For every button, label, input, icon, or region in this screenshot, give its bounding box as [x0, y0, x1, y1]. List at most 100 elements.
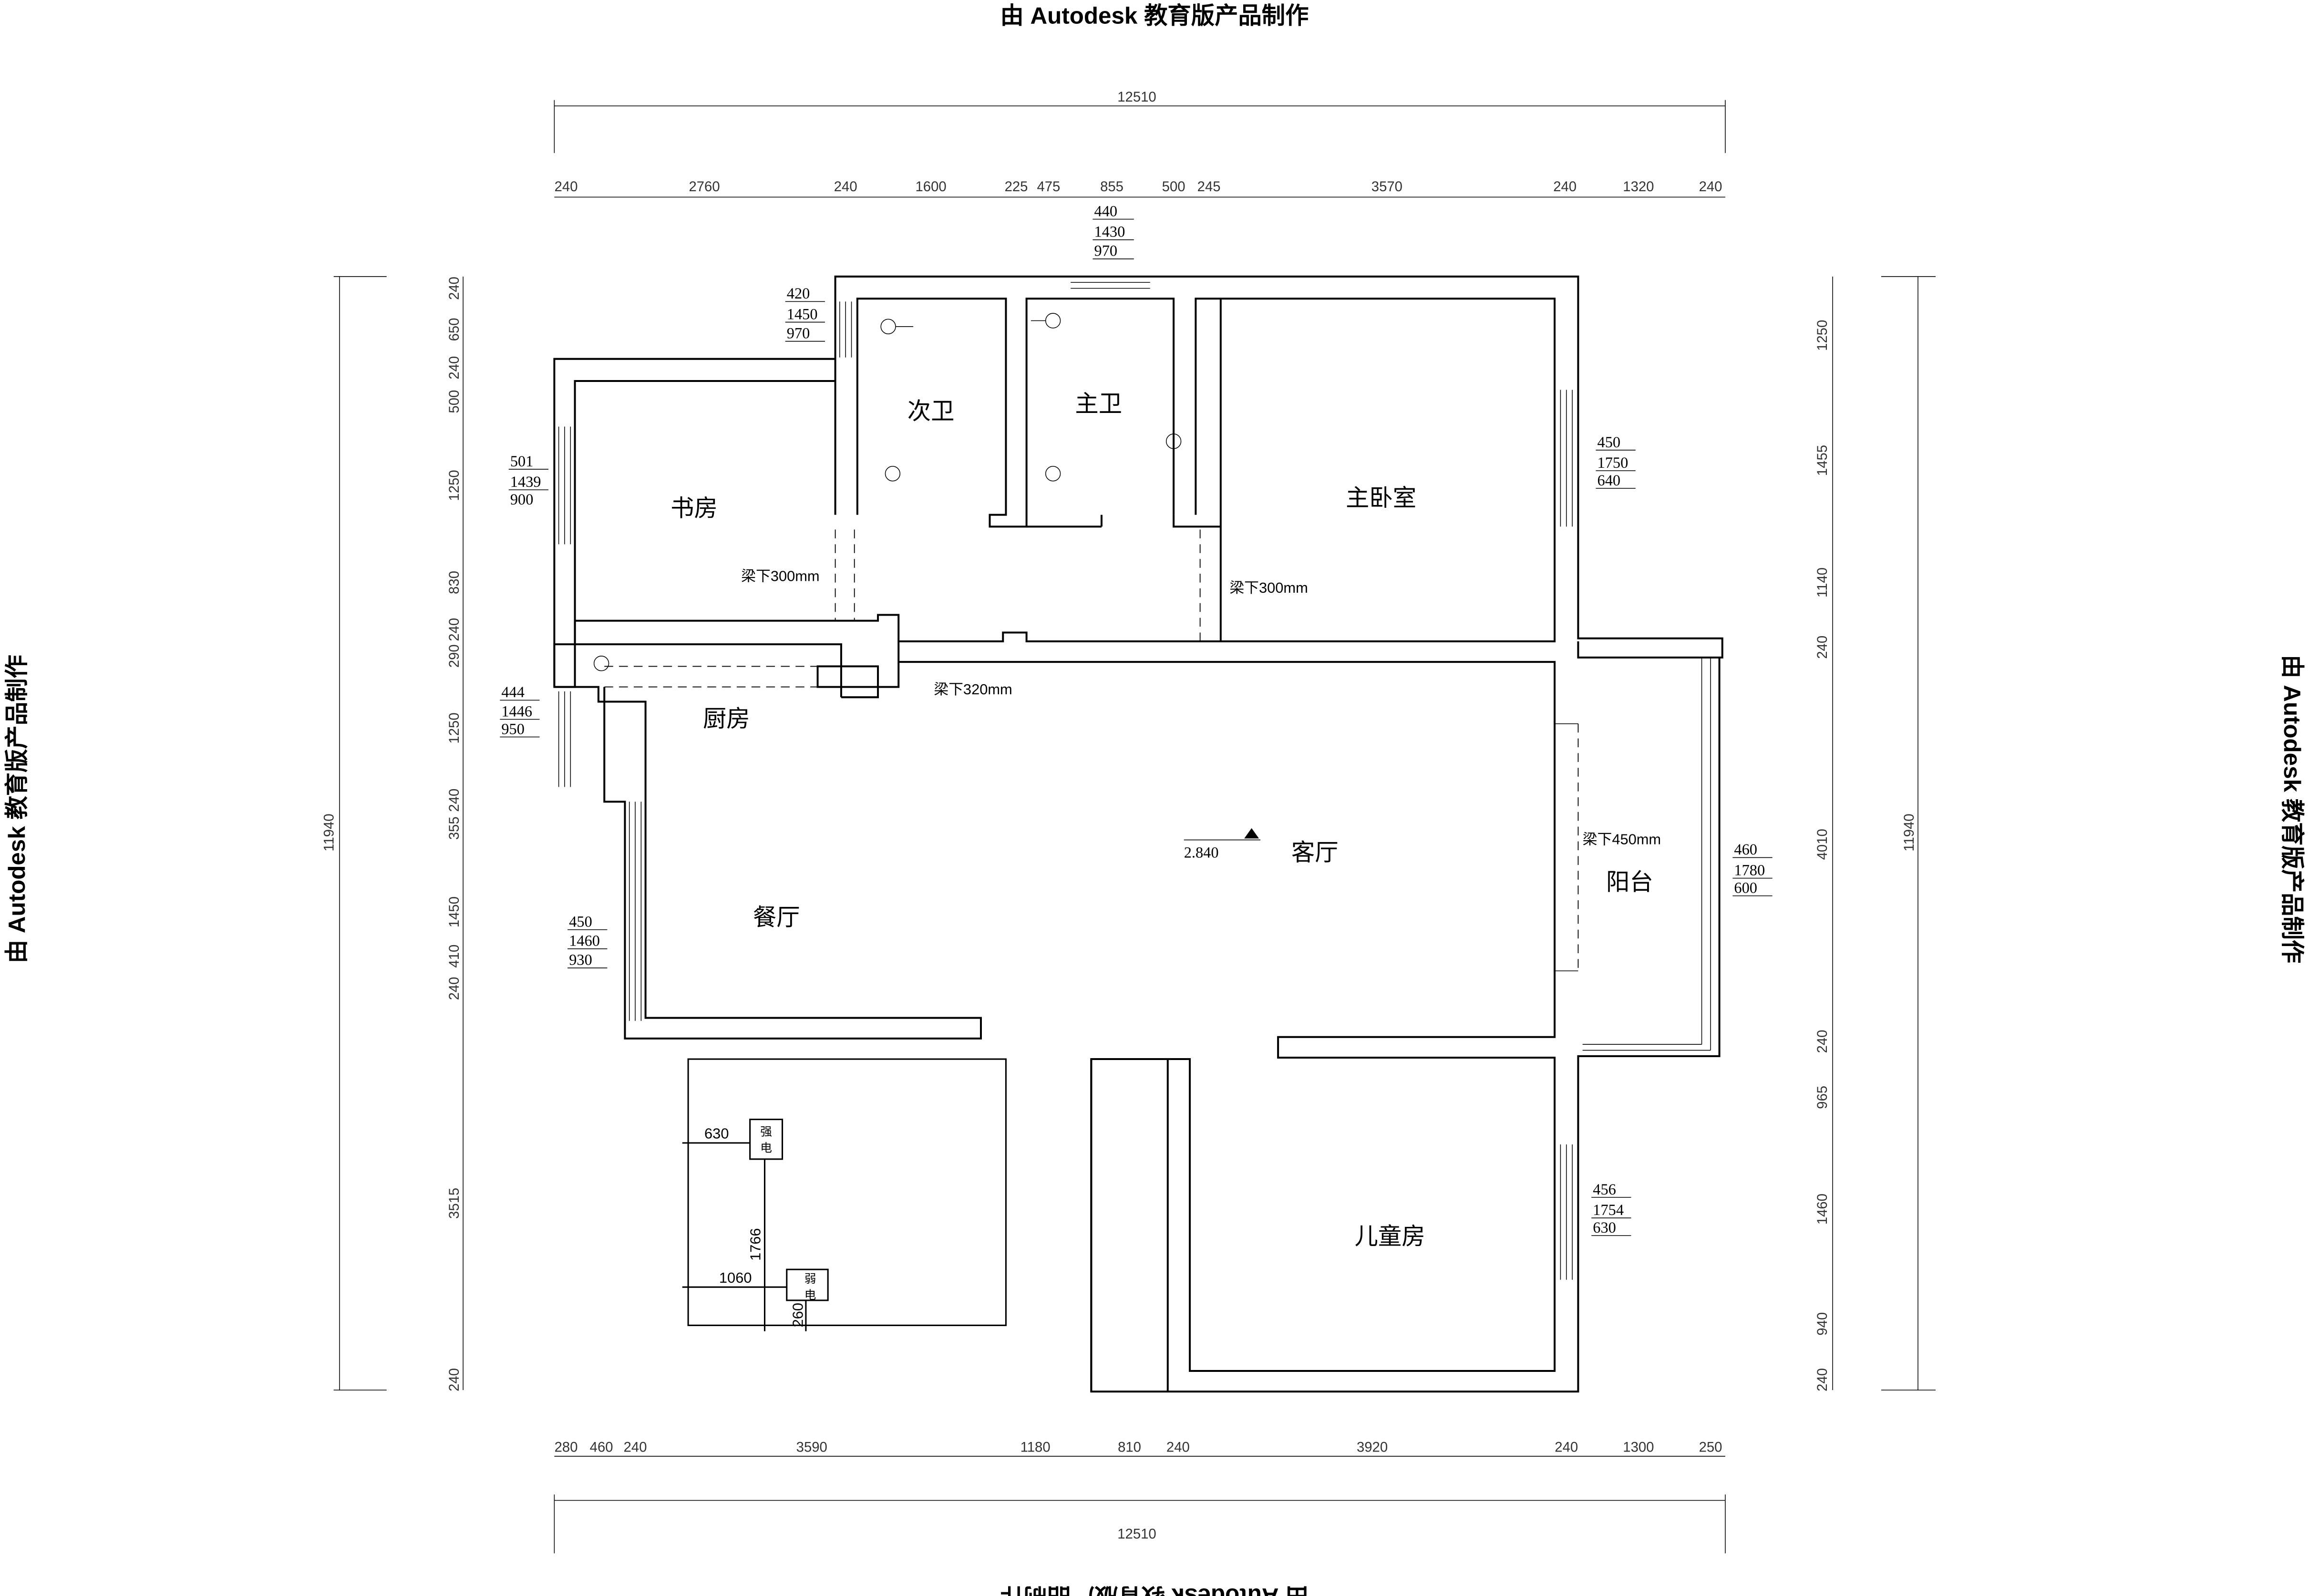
svg-text:970: 970 [787, 325, 810, 342]
svg-text:1780: 1780 [1734, 862, 1765, 879]
svg-text:电: 电 [760, 1141, 772, 1154]
svg-text:1250: 1250 [446, 470, 462, 501]
svg-text:1250: 1250 [1814, 320, 1830, 351]
svg-text:440: 440 [1094, 203, 1118, 220]
svg-text:410: 410 [446, 945, 462, 968]
svg-text:245: 245 [1197, 179, 1221, 195]
svg-text:630: 630 [704, 1125, 729, 1142]
weak-electric-box [786, 1268, 829, 1301]
beam-label-study: 梁下300mm [741, 567, 819, 584]
electrical-detail: 强 电 弱 电 630 1766 1060 260 [682, 1058, 1007, 1331]
svg-text:950: 950 [501, 721, 525, 738]
svg-text:240: 240 [446, 977, 462, 1000]
svg-text:1430: 1430 [1094, 224, 1125, 241]
window-label-top-bath: 420 1450 970 [785, 285, 825, 342]
room-label-kids-room: 儿童房 [1355, 1224, 1425, 1250]
svg-text:强: 强 [760, 1125, 772, 1138]
svg-text:240: 240 [1555, 1440, 1578, 1455]
svg-text:240: 240 [446, 277, 462, 300]
dim-left-column: 240 650 240 500 1250 830 240 290 1250 24… [446, 277, 462, 1391]
svg-text:3515: 3515 [446, 1188, 462, 1219]
beam-label-master: 梁下300mm [1229, 579, 1308, 596]
svg-text:电: 电 [804, 1288, 816, 1302]
beam-lines [604, 529, 1579, 971]
svg-text:2760: 2760 [689, 179, 720, 195]
elevation-value: 2.840 [1184, 844, 1219, 861]
svg-text:240: 240 [1814, 636, 1830, 659]
watermark-top: 由 Autodesk 教育版产品制作 [1000, 2, 1309, 29]
svg-text:1300: 1300 [1623, 1440, 1654, 1455]
svg-text:1060: 1060 [719, 1269, 752, 1286]
svg-text:240: 240 [1166, 1440, 1190, 1455]
svg-text:240: 240 [1553, 179, 1577, 195]
svg-text:240: 240 [555, 179, 578, 195]
svg-text:250: 250 [1699, 1440, 1722, 1455]
svg-text:1250: 1250 [446, 712, 462, 743]
room-label-dining-room: 餐厅 [753, 904, 800, 930]
svg-text:240: 240 [1814, 1368, 1830, 1391]
watermark-left: 由 Autodesk 教育版产品制作 [4, 655, 30, 963]
svg-text:240: 240 [1814, 1030, 1830, 1053]
svg-text:450: 450 [569, 913, 592, 930]
dim-top-row: 240 2760 240 1600 225 475 855 500 245 35… [555, 179, 1722, 195]
svg-text:1140: 1140 [1814, 567, 1830, 597]
window-label-master-bath: 440 1430 970 [1093, 203, 1134, 260]
walls [553, 275, 1723, 1393]
svg-text:1180: 1180 [1020, 1440, 1051, 1455]
svg-text:940: 940 [1814, 1312, 1830, 1336]
room-label-second-bath: 次卫 [907, 398, 955, 424]
svg-text:450: 450 [1598, 434, 1621, 451]
dim-left-total: 11940 [321, 813, 337, 851]
svg-text:970: 970 [1094, 243, 1118, 260]
beam-label-kitchen: 梁下320mm [934, 681, 1012, 698]
svg-text:240: 240 [834, 179, 857, 195]
svg-text:900: 900 [510, 491, 534, 508]
dim-right-total: 11940 [1901, 813, 1917, 851]
svg-text:1439: 1439 [510, 474, 541, 491]
svg-text:1446: 1446 [501, 703, 532, 720]
svg-text:930: 930 [569, 952, 592, 969]
svg-text:460: 460 [1734, 841, 1757, 858]
strong-electric-box [749, 1118, 783, 1160]
svg-text:1320: 1320 [1623, 179, 1654, 195]
room-label-master-bath: 主卫 [1075, 391, 1122, 417]
svg-text:3590: 3590 [796, 1440, 827, 1455]
svg-text:1766: 1766 [747, 1228, 763, 1261]
watermark-bottom: 由 Autodesk 教育版产品制作 [1000, 1584, 1309, 1596]
dimension-lines [333, 100, 1936, 1554]
svg-text:650: 650 [446, 318, 462, 341]
svg-text:225: 225 [1005, 179, 1028, 195]
svg-text:501: 501 [510, 453, 534, 470]
svg-text:855: 855 [1100, 179, 1124, 195]
window-hatches [558, 301, 1573, 1280]
svg-text:290: 290 [446, 644, 462, 668]
elevation-triangle-icon [1244, 828, 1259, 839]
window-label-dining: 450 1460 930 [567, 913, 608, 969]
svg-text:444: 444 [501, 684, 525, 701]
svg-text:240: 240 [624, 1440, 647, 1455]
svg-text:456: 456 [1593, 1181, 1616, 1198]
beam-label-balcony: 梁下450mm [1583, 831, 1661, 848]
svg-text:475: 475 [1037, 179, 1060, 195]
room-label-study: 书房 [670, 495, 718, 522]
dim-right-column: 1250 1455 1140 240 4010 240 965 1460 940… [1814, 320, 1830, 1391]
svg-text:弱: 弱 [804, 1273, 816, 1286]
svg-text:240: 240 [446, 789, 462, 812]
svg-text:240: 240 [446, 618, 462, 641]
room-label-master-bedroom: 主卧室 [1346, 485, 1416, 511]
svg-text:3920: 3920 [1357, 1440, 1388, 1455]
svg-text:1754: 1754 [1593, 1202, 1624, 1219]
svg-text:600: 600 [1734, 879, 1757, 896]
plumbing-fixtures [593, 313, 1182, 671]
svg-text:355: 355 [446, 816, 462, 840]
svg-text:3570: 3570 [1371, 179, 1402, 195]
svg-text:965: 965 [1814, 1086, 1830, 1109]
svg-text:260: 260 [790, 1303, 806, 1327]
room-label-living-room: 客厅 [1291, 840, 1339, 866]
window-label-balcony: 460 1780 600 [1732, 841, 1773, 896]
svg-text:1455: 1455 [1814, 445, 1830, 476]
svg-text:1460: 1460 [1814, 1194, 1830, 1225]
window-label-kids-room: 456 1754 630 [1591, 1181, 1631, 1236]
svg-text:1450: 1450 [787, 306, 818, 323]
